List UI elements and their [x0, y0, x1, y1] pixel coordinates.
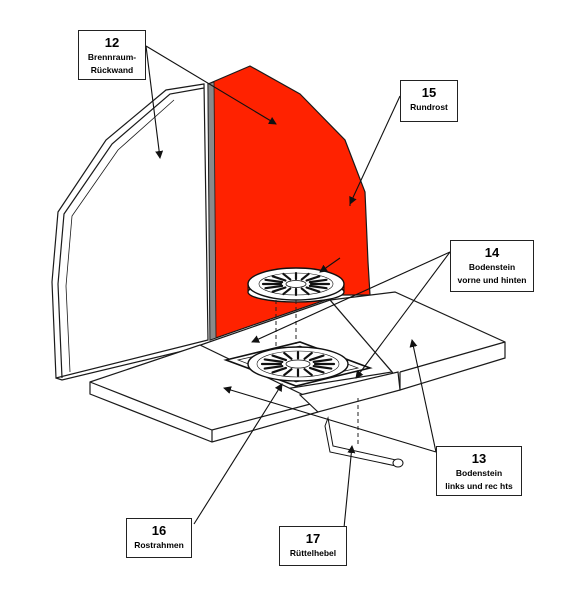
side-wall	[51, 83, 209, 381]
grate-slot	[312, 358, 333, 363]
callout-16-number: 16	[151, 523, 167, 538]
grate-slot	[305, 286, 321, 293]
grate-slot	[271, 286, 287, 293]
grate-slot	[282, 287, 292, 296]
leader-15	[349, 95, 401, 205]
callout-15: 15 Rundrost	[400, 80, 458, 122]
callout-14: 14 Bodenstein vorne und hinten	[450, 240, 534, 292]
grate-slot	[271, 275, 287, 282]
grate-slot	[303, 351, 313, 360]
leader-16	[193, 383, 283, 525]
grate-slot	[303, 368, 313, 377]
callout-13-label-line1: Bodenstein	[455, 468, 503, 478]
callout-12-label-line2: Rückwand	[90, 65, 134, 75]
callout-13: 13 Bodenstein links und rec hts	[436, 446, 522, 496]
grate-slot	[271, 354, 288, 362]
callout-14-label-line2: vorne und hinten	[457, 275, 527, 285]
grate-slot	[263, 365, 284, 370]
grate-slot	[300, 287, 310, 296]
leader-14-b	[355, 251, 451, 379]
shaking-lever	[324, 416, 404, 468]
grate-slot	[300, 272, 310, 281]
callout-12: 12 Brennraum- Rückwand	[78, 30, 146, 80]
grate-upper-slots	[261, 272, 331, 296]
grate-slot	[308, 366, 325, 374]
grate-slot	[308, 284, 328, 290]
callout-12-label-line1: Brennraum-	[87, 52, 137, 62]
callout-16: 16 Rostrahmen	[126, 518, 192, 558]
grate-slot	[263, 358, 284, 363]
leader-15-grate	[320, 204, 351, 272]
callout-12-number: 12	[104, 35, 120, 50]
grate-slot	[283, 351, 293, 360]
grate-slot	[264, 284, 284, 290]
leader-14-a	[251, 251, 451, 343]
leader-lines	[145, 45, 451, 529]
back-wall	[207, 65, 371, 341]
grate-slot	[271, 366, 288, 374]
leader-13-a	[409, 339, 437, 453]
leader-17	[343, 445, 356, 529]
grate-slot	[308, 354, 325, 362]
grate-slot	[282, 272, 292, 281]
grate-slot	[283, 368, 293, 377]
leader-12-a	[145, 45, 164, 159]
callout-14-number: 14	[484, 245, 500, 260]
callout-17-number: 17	[305, 531, 321, 546]
leader-12-b	[145, 45, 277, 125]
callout-13-label-line2: links und rec hts	[445, 481, 513, 491]
callout-17-label: Rüttelhebel	[289, 548, 337, 558]
callout-15-label: Rundrost	[410, 102, 448, 112]
grate-slot	[312, 365, 333, 370]
callout-14-label-line1: Bodenstein	[468, 262, 516, 272]
callout-16-label: Rostrahmen	[134, 540, 184, 550]
callout-13-number: 13	[471, 451, 487, 466]
callout-15-number: 15	[421, 85, 437, 100]
grate-lower-slots	[260, 351, 336, 377]
callout-17: 17 Rüttelhebel	[279, 526, 347, 566]
grate-slot	[308, 278, 328, 284]
leader-13-b	[223, 386, 437, 453]
grate-slot	[264, 278, 284, 284]
